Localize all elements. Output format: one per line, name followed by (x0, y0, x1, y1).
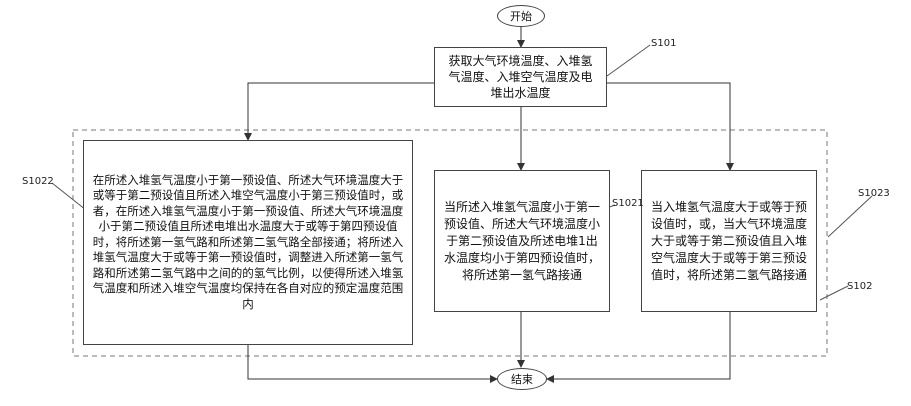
step-s1022-box: 在所述入堆氢气温度小于第一预设值、所述大气环境温度大于或等于第二预设值且所述入堆… (83, 140, 413, 345)
step-s1023-text: 当入堆氢气温度大于或等于预设值时，或，当大气环境温度大于或等于第二预设值且入堆空… (650, 199, 808, 284)
leader-s101 (607, 45, 650, 76)
label-s102: S102 (847, 281, 872, 292)
step-s1022-text: 在所述入堆氢气温度小于第一预设值、所述大气环境温度大于或等于第二预设值且所述入堆… (91, 173, 405, 313)
connector-s101-right (607, 83, 730, 170)
end-node: 结束 (497, 368, 547, 390)
step-s1021-text: 当所述入堆氢气温度小于第一预设值、所述大气环境温度小于第二预设值及所述电堆1出水… (443, 199, 601, 284)
label-s101: S101 (651, 38, 676, 49)
connector-right-end (547, 312, 730, 379)
label-s1021: S1021 (612, 198, 644, 209)
label-s1023: S1023 (858, 188, 890, 199)
step-s101-text: 获取大气环境温度、入堆氢气温度、入堆空气温度及电堆出水温度 (445, 53, 596, 101)
step-s1023-box: 当入堆氢气温度大于或等于预设值时，或，当大气环境温度大于或等于第二预设值且入堆空… (641, 170, 817, 312)
leader-s1023 (828, 196, 872, 237)
leader-s102 (820, 286, 848, 300)
connector-s101-left (248, 83, 434, 140)
connector-left-end (248, 345, 497, 379)
step-s1021-box: 当所述入堆氢气温度小于第一预设值、所述大气环境温度小于第二预设值及所述电堆1出水… (434, 170, 610, 312)
start-label: 开始 (510, 8, 532, 24)
step-s101-box: 获取大气环境温度、入堆氢气温度、入堆空气温度及电堆出水温度 (434, 47, 607, 107)
end-label: 结束 (511, 371, 533, 387)
start-node: 开始 (497, 5, 545, 27)
label-s1022: S1022 (22, 176, 54, 187)
